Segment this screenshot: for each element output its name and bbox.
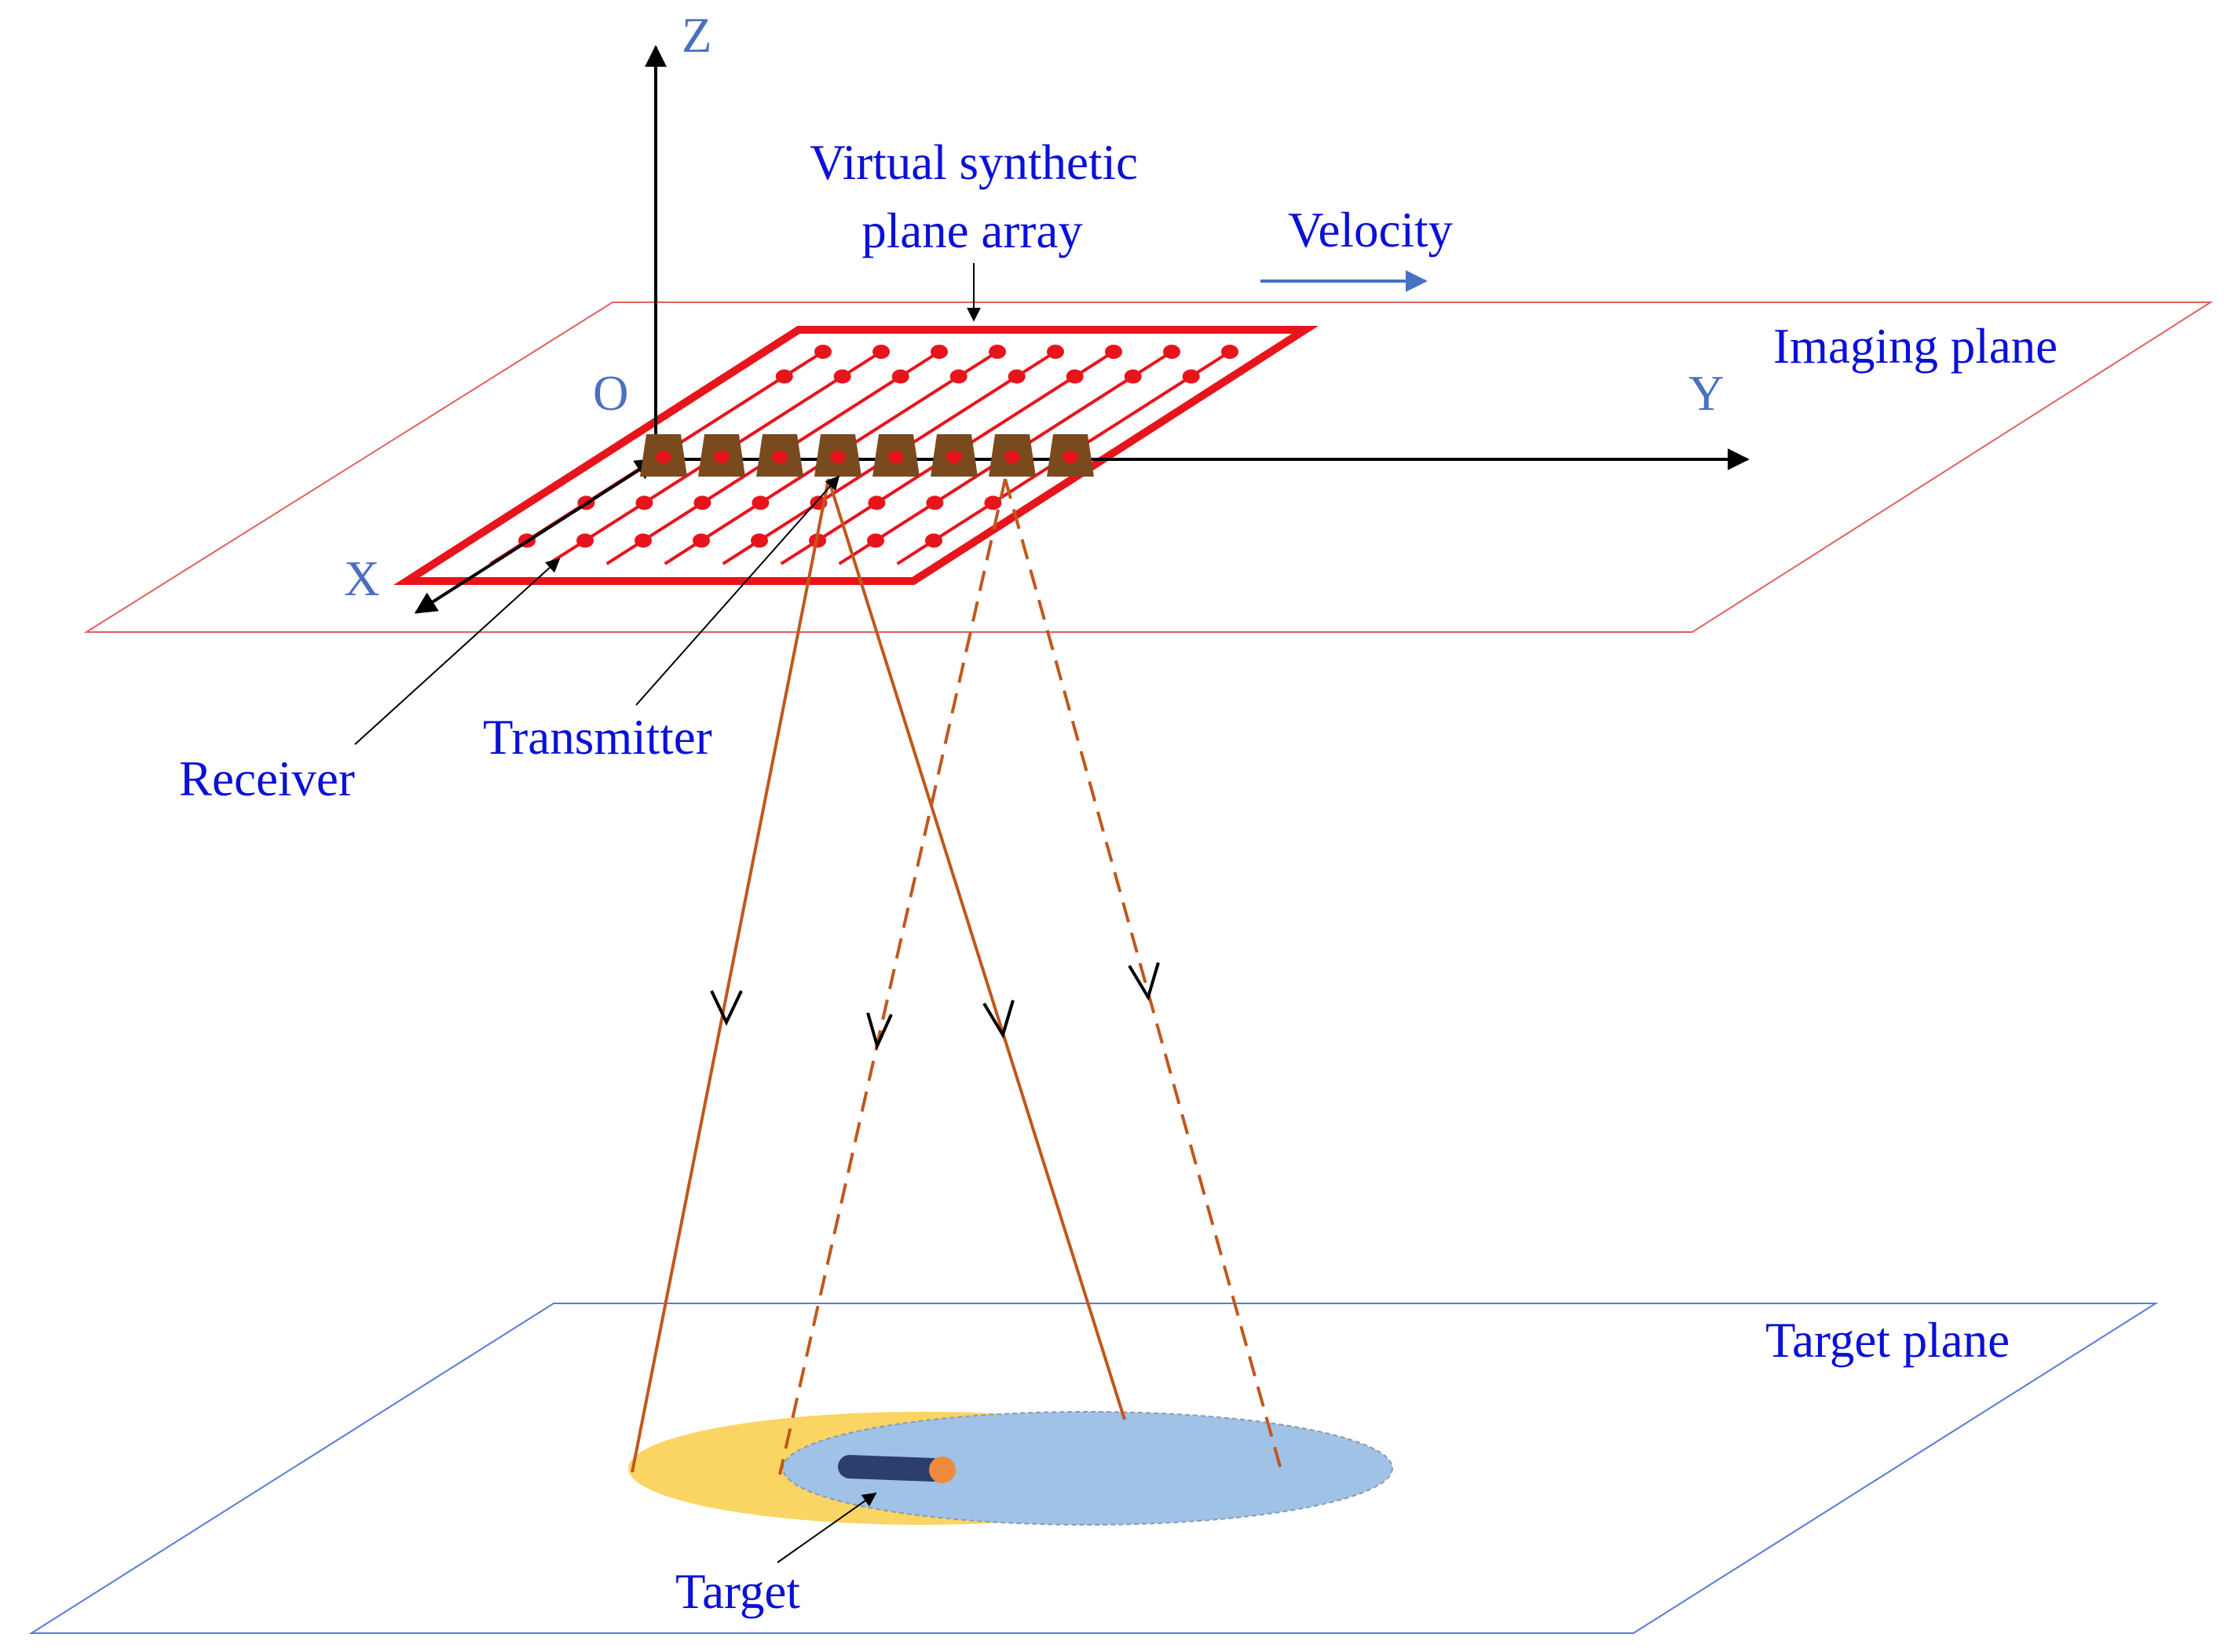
target-plane-label: Target plane xyxy=(1765,1313,2010,1368)
target-label: Target xyxy=(675,1564,800,1619)
array-element xyxy=(1063,451,1078,463)
array-element xyxy=(931,345,948,359)
array-element xyxy=(635,533,652,548)
target-object xyxy=(838,1455,956,1483)
y-axis-label: Y xyxy=(1688,366,1725,421)
z-axis-label: Z xyxy=(682,8,711,63)
array-label-line2: plane array xyxy=(861,203,1083,258)
origin-label: O xyxy=(593,366,629,421)
array-element xyxy=(867,533,884,548)
receiver-leader xyxy=(354,557,561,745)
beam-dashed-right xyxy=(1004,478,1283,1473)
beam-dashed-left xyxy=(778,478,1007,1475)
array-element xyxy=(830,451,846,463)
array-element xyxy=(1221,345,1238,359)
array-element xyxy=(772,451,788,463)
array-element xyxy=(868,495,886,510)
transmitter-leader xyxy=(635,475,840,706)
array-element xyxy=(833,369,851,384)
array-label-line1: Virtual synthetic xyxy=(810,135,1138,190)
beam-arrowhead xyxy=(982,1000,1015,1039)
array-element xyxy=(1066,369,1084,384)
beam-arrowhead xyxy=(1128,962,1160,1001)
array-element xyxy=(752,495,770,510)
x-axis xyxy=(414,458,658,614)
beam-solid-right xyxy=(827,478,1126,1420)
array-element xyxy=(1047,345,1064,359)
array-element xyxy=(926,495,944,510)
array-element xyxy=(1124,369,1142,384)
array-element xyxy=(872,345,890,359)
array-element xyxy=(693,495,711,510)
array-element xyxy=(949,369,968,384)
array-element xyxy=(1105,345,1122,359)
array-element xyxy=(989,345,1006,359)
imaging-plane-label: Imaging plane xyxy=(1773,319,2058,374)
array-element xyxy=(888,451,904,463)
array-element xyxy=(576,533,594,548)
velocity-label: Velocity xyxy=(1288,203,1453,258)
target-leader xyxy=(777,1492,877,1563)
array-element xyxy=(1163,345,1180,359)
array-element xyxy=(925,533,942,548)
array-element xyxy=(714,451,730,463)
transmitter-label: Transmitter xyxy=(483,710,712,765)
imaging-plane xyxy=(83,302,2214,633)
target-plane xyxy=(28,1303,2159,1634)
transmitter-modules xyxy=(640,434,1094,477)
array-element xyxy=(984,495,1002,510)
beam-arrowhead xyxy=(710,990,743,1026)
array-element xyxy=(1004,451,1020,463)
array-element xyxy=(1008,369,1026,384)
blue-footprint xyxy=(782,1411,1393,1526)
array-element xyxy=(891,369,909,384)
array-element xyxy=(814,345,832,359)
beam-lines xyxy=(631,478,1283,1475)
array-element xyxy=(751,533,768,548)
array-element xyxy=(775,369,793,384)
beam-solid-left xyxy=(631,478,830,1473)
array-element xyxy=(656,451,671,463)
beam-arrowhead xyxy=(866,1012,893,1051)
array-element xyxy=(1182,369,1200,384)
array-element xyxy=(635,495,653,510)
x-axis-label: X xyxy=(344,551,380,606)
receiver-label: Receiver xyxy=(179,751,355,806)
array-element xyxy=(946,451,962,463)
array-element xyxy=(693,533,710,548)
